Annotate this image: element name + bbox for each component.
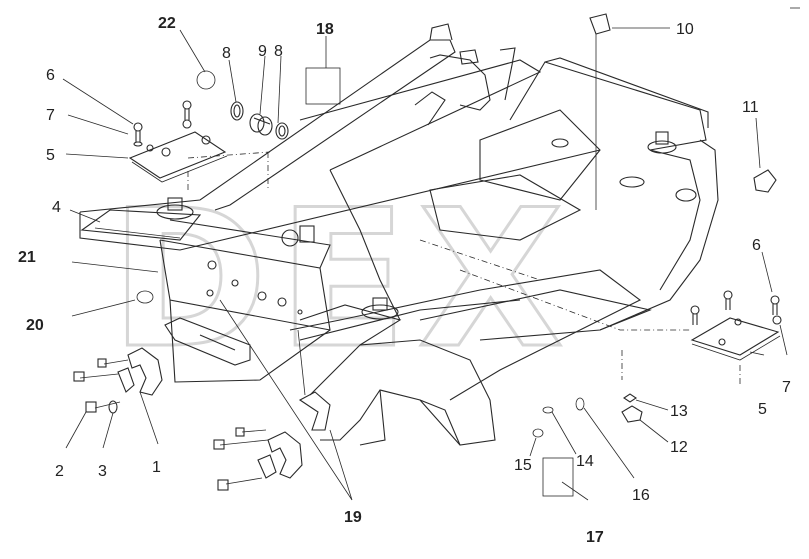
callout-22: 22 <box>158 15 176 32</box>
callout-8-right: 8 <box>274 43 283 60</box>
part-18 <box>305 67 341 105</box>
clamp-assembly-lower <box>213 391 331 491</box>
callout-5-right: 5 <box>758 401 767 418</box>
callout-2: 2 <box>55 463 64 480</box>
callout-17: 17 <box>586 529 604 546</box>
callout-7-left: 7 <box>46 107 55 124</box>
callout-6-right: 6 <box>752 237 761 254</box>
watermark: DEX <box>110 169 574 390</box>
callout-11: 11 <box>742 99 759 116</box>
callout-5-left: 5 <box>46 147 55 164</box>
part-16 <box>575 397 585 411</box>
callout-16: 16 <box>632 487 650 504</box>
part-pipe <box>414 91 446 126</box>
engine-mounts <box>156 131 697 320</box>
callout-6-left: 6 <box>46 67 55 84</box>
leader-lines <box>62 27 788 501</box>
callout-7-right: 7 <box>782 379 791 396</box>
part-15 <box>532 428 544 438</box>
part-11 <box>753 169 777 193</box>
part-17 <box>542 457 574 497</box>
main-frame <box>79 23 719 446</box>
part-14 <box>542 406 554 414</box>
centre-lines <box>187 151 741 385</box>
callout-18: 18 <box>316 21 334 38</box>
callout-1: 1 <box>152 459 161 476</box>
frame-holes <box>206 225 315 315</box>
callout-14: 14 <box>576 453 594 470</box>
callout-12: 12 <box>670 439 688 456</box>
callout-10: 10 <box>676 21 694 38</box>
part-12 <box>621 405 643 423</box>
loose-parts <box>136 13 777 497</box>
part-13 <box>623 393 637 403</box>
callout-20: 20 <box>26 317 44 334</box>
bracket-plate-left <box>128 100 228 183</box>
seal-rings <box>230 101 289 140</box>
callout-9: 9 <box>258 43 267 60</box>
callout-15: 15 <box>514 457 532 474</box>
part-22 <box>196 70 216 90</box>
bracket-plate-right <box>690 290 782 361</box>
clamp-assembly-upper <box>73 347 163 414</box>
part-10 <box>589 13 611 35</box>
callout-8-left: 8 <box>222 45 231 62</box>
part-20 <box>136 290 154 304</box>
callout-4: 4 <box>52 199 61 216</box>
part-hose <box>499 47 516 101</box>
callout-labels: 22 18 8 9 8 10 11 6 7 5 4 21 20 6 7 5 13… <box>18 15 791 546</box>
callout-3: 3 <box>98 463 107 480</box>
callout-19: 19 <box>344 509 362 526</box>
callout-21: 21 <box>18 249 36 266</box>
callout-13: 13 <box>670 403 688 420</box>
